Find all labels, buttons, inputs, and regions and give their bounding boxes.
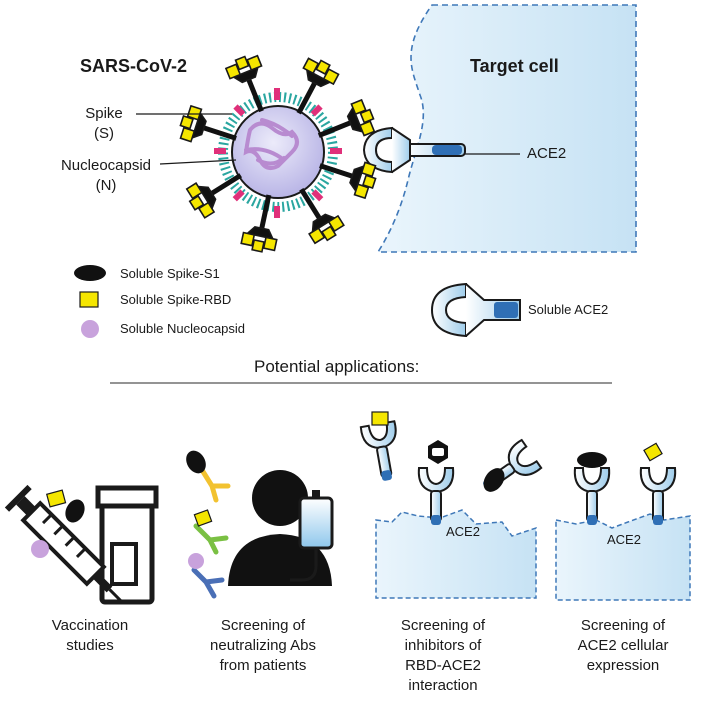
- spike-protein: [240, 194, 278, 253]
- caption-ace2-expression: Screening of ACE2 cellular expression: [548, 616, 698, 676]
- caption-line: RBD-ACE2: [405, 657, 481, 674]
- caption-line: studies: [66, 637, 114, 654]
- cell-panel-4: [555, 513, 691, 601]
- panel-3-tilted-receptor: [473, 438, 543, 502]
- spike-label-line1: Spike: [85, 105, 123, 122]
- target-cell: [376, 4, 637, 253]
- legend-rbd-icon: [79, 291, 99, 308]
- legend-s1-icon: [74, 265, 106, 281]
- antibody-screening-illustration: [186, 450, 334, 599]
- applications-heading: Potential applications:: [254, 357, 420, 376]
- panel-3-free-receptor: [359, 420, 406, 485]
- caption-line: from patients: [219, 657, 307, 674]
- rbd-bound-icon: [371, 411, 389, 426]
- legend-rbd-label: Soluble Spike-RBD: [120, 292, 232, 307]
- ace2-label: ACE2: [527, 145, 567, 162]
- caption-line: inhibitors of: [404, 637, 482, 654]
- nucleocapsid-label-line1: Nucleocapsid: [60, 157, 152, 174]
- nucleocapsid-pointer-line: [159, 159, 237, 165]
- nucleocapsid-label-line2: (N): [95, 177, 117, 194]
- spike-protein: [317, 98, 376, 138]
- caption-line: expression: [586, 657, 660, 674]
- caption-line: Vaccination: [51, 617, 129, 634]
- sars-cov-2-virion: [179, 54, 377, 253]
- legend-nucleocapsid-icon: [81, 320, 99, 338]
- cell-title: Target cell: [470, 56, 559, 76]
- spike-protein: [224, 54, 264, 113]
- spike-protein: [185, 173, 243, 219]
- caption-inhibitors: Screening of inhibitors of RBD-ACE2 inte…: [368, 616, 518, 696]
- legend-ace2-label: Soluble ACE2: [528, 302, 609, 317]
- spike-protein: [296, 57, 340, 115]
- legend-s1-label: Soluble Spike-S1: [120, 266, 220, 281]
- caption-neutralizing-abs: Screening of neutralizing Abs from patie…: [188, 616, 338, 676]
- legend-nucleocapsid-label: Soluble Nucleocapsid: [120, 321, 246, 336]
- membrane-ace2-receptor: [362, 126, 466, 174]
- caption-line: interaction: [408, 677, 478, 694]
- spike-protein: [179, 104, 237, 143]
- spike-protein: [299, 187, 345, 245]
- legend-ace2-icon: [430, 282, 521, 338]
- vaccination-illustration: [4, 484, 159, 605]
- caption-line: Screening of: [400, 617, 486, 634]
- panel-4-receptor-left: [573, 467, 611, 526]
- inhibitor-hexagon-icon: [428, 440, 448, 464]
- caption-line: ACE2 cellular: [577, 637, 669, 654]
- virus-title: SARS-CoV-2: [80, 56, 188, 76]
- panel-4-ace2-label: ACE2: [607, 532, 641, 547]
- spike-protein: [319, 161, 377, 200]
- s1-bound-icon: [577, 452, 607, 468]
- caption-line: Screening of: [220, 617, 306, 634]
- s1-blocked-icon: [483, 468, 505, 492]
- rbd-bound-right-icon: [643, 442, 663, 462]
- panel-3-ace2-label: ACE2: [446, 524, 480, 539]
- caption-line: Screening of: [580, 617, 666, 634]
- caption-vaccination: Vaccination studies: [15, 616, 165, 656]
- spike-label-line2: (S): [94, 125, 114, 142]
- cell-panel-3: [375, 509, 537, 599]
- caption-line: neutralizing Abs: [210, 637, 316, 654]
